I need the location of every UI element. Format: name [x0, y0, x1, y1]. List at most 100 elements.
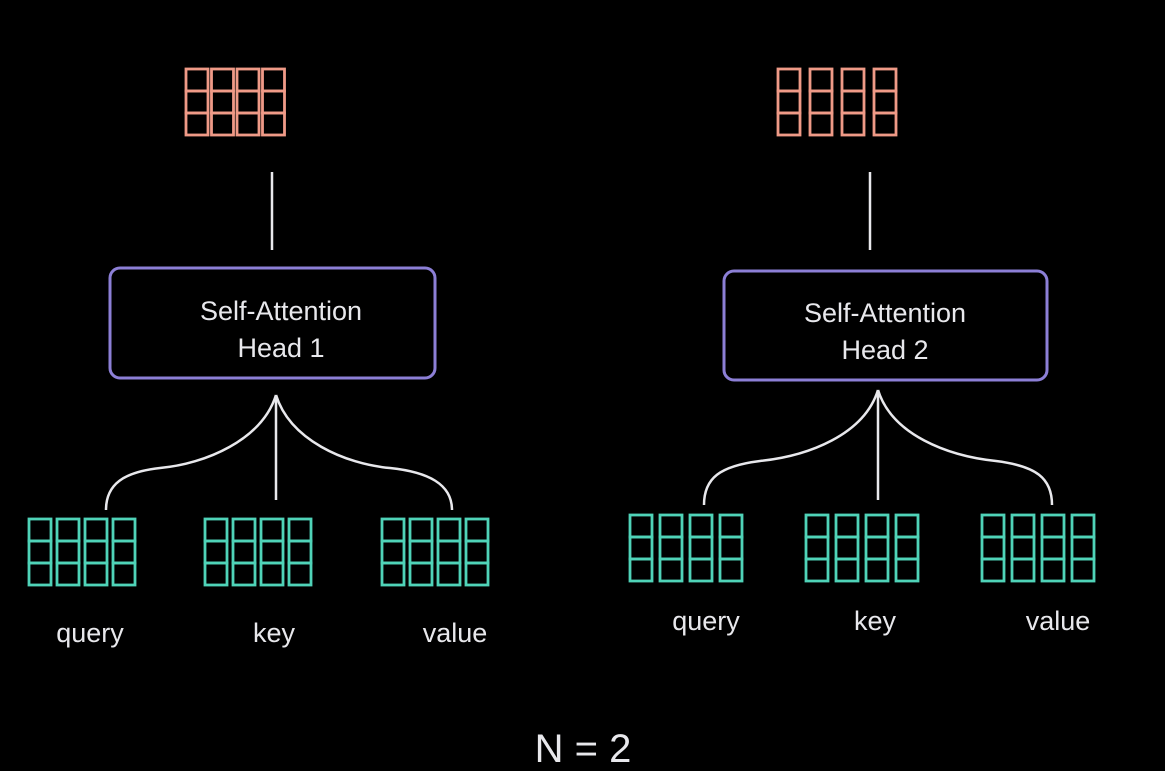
vector-cell [464, 517, 490, 543]
head-1-key-vectors-vector-4 [287, 517, 313, 587]
head-2-value-vectors [980, 513, 1096, 583]
vector-cell [628, 513, 654, 539]
vector-cell [380, 561, 406, 587]
vector-cell [776, 89, 802, 115]
vector-cell [210, 89, 235, 115]
head-2-title-line1: Self-Attention [804, 298, 966, 328]
head-1-query-vectors-vector-2 [55, 517, 81, 587]
vector-cell [259, 561, 285, 587]
vector-cell [380, 517, 406, 543]
vector-cell [980, 535, 1006, 561]
vector-cell [804, 557, 830, 583]
head-2-key-vectors-vector-4 [894, 513, 920, 583]
head-2-value-vectors-vector-1 [980, 513, 1006, 583]
vector-cell [210, 67, 235, 93]
vector-cell [1010, 513, 1036, 539]
vector-cell [688, 535, 714, 561]
head-2-query-vectors-vector-4 [718, 513, 744, 583]
vector-cell [894, 513, 920, 539]
vector-cell [55, 517, 81, 543]
vector-cell [111, 561, 137, 587]
vector-cell [688, 557, 714, 583]
vector-cell [231, 539, 257, 565]
vector-cell [83, 561, 109, 587]
vector-cell [231, 517, 257, 543]
vector-cell [804, 513, 830, 539]
vector-cell [83, 539, 109, 565]
vector-cell [1010, 557, 1036, 583]
vector-cell [834, 557, 860, 583]
vector-cell [980, 557, 1006, 583]
vector-cell [658, 513, 684, 539]
head-1-title-line2: Head 1 [237, 333, 324, 363]
vector-cell [1070, 557, 1096, 583]
head-1-value-vectors-vector-1 [380, 517, 406, 587]
vector-cell [1010, 535, 1036, 561]
vector-cell [235, 67, 261, 93]
vector-cell [287, 561, 313, 587]
vector-cell [864, 513, 890, 539]
head-1-title-line1: Self-Attention [200, 296, 362, 326]
vector-cell [261, 89, 286, 115]
vector-cell [261, 67, 286, 93]
head-1-query-connector [104, 394, 278, 511]
head-1-key-vectors-vector-3 [259, 517, 285, 587]
head-1-output-vectors-vector-3 [235, 67, 261, 137]
head-2-key-vectors-vector-1 [804, 513, 830, 583]
head-2-query-vectors-vector-1 [628, 513, 654, 583]
vector-cell [864, 557, 890, 583]
vector-cell [872, 111, 898, 137]
head-1-output-vectors-vector-1 [184, 67, 210, 137]
vector-cell [27, 539, 53, 565]
head-1-output-vectors-vector-2 [210, 67, 235, 137]
head-2-value-vectors-vector-4 [1070, 513, 1096, 583]
attention-head-1: Self-Attention Head 1 query key value [27, 67, 490, 648]
head-2-query-vectors-vector-3 [688, 513, 714, 583]
vector-cell [436, 517, 462, 543]
head-1-value-connector [274, 394, 454, 511]
head-2-value-connector [876, 389, 1054, 506]
head-2-key-label: key [854, 606, 897, 636]
head-2-value-vectors-vector-3 [1040, 513, 1066, 583]
head-1-query-label: query [56, 618, 124, 648]
vector-cell [83, 517, 109, 543]
head-2-key-vectors [804, 513, 920, 583]
vector-cell [464, 561, 490, 587]
vector-cell [210, 111, 235, 137]
vector-cell [184, 111, 210, 137]
vector-cell [658, 557, 684, 583]
vector-cell [231, 561, 257, 587]
head-2-value-label: value [1026, 606, 1091, 636]
vector-cell [380, 539, 406, 565]
vector-cell [408, 561, 434, 587]
head-1-query-vectors-vector-1 [27, 517, 53, 587]
vector-cell [27, 517, 53, 543]
head-1-value-vectors-vector-3 [436, 517, 462, 587]
head-1-key-vectors-vector-1 [203, 517, 229, 587]
vector-cell [287, 517, 313, 543]
vector-cell [55, 539, 81, 565]
head-1-box [108, 266, 437, 380]
vector-cell [259, 517, 285, 543]
vector-cell [1040, 535, 1066, 561]
vector-cell [688, 513, 714, 539]
head-1-key-vectors [203, 517, 313, 587]
vector-cell [436, 561, 462, 587]
head-2-query-vectors-vector-2 [658, 513, 684, 583]
vector-cell [111, 539, 137, 565]
head-1-value-label: value [423, 618, 488, 648]
vector-cell [894, 557, 920, 583]
vector-cell [287, 539, 313, 565]
head-2-output-vectors-vector-2 [808, 67, 834, 137]
vector-cell [1040, 557, 1066, 583]
vector-cell [203, 539, 229, 565]
vector-cell [1070, 535, 1096, 561]
head-1-query-vectors [27, 517, 137, 587]
vector-cell [1070, 513, 1096, 539]
head-2-key-vectors-vector-2 [834, 513, 860, 583]
vector-cell [203, 561, 229, 587]
head-1-output-vectors [184, 67, 286, 137]
vector-cell [718, 557, 744, 583]
vector-cell [464, 539, 490, 565]
